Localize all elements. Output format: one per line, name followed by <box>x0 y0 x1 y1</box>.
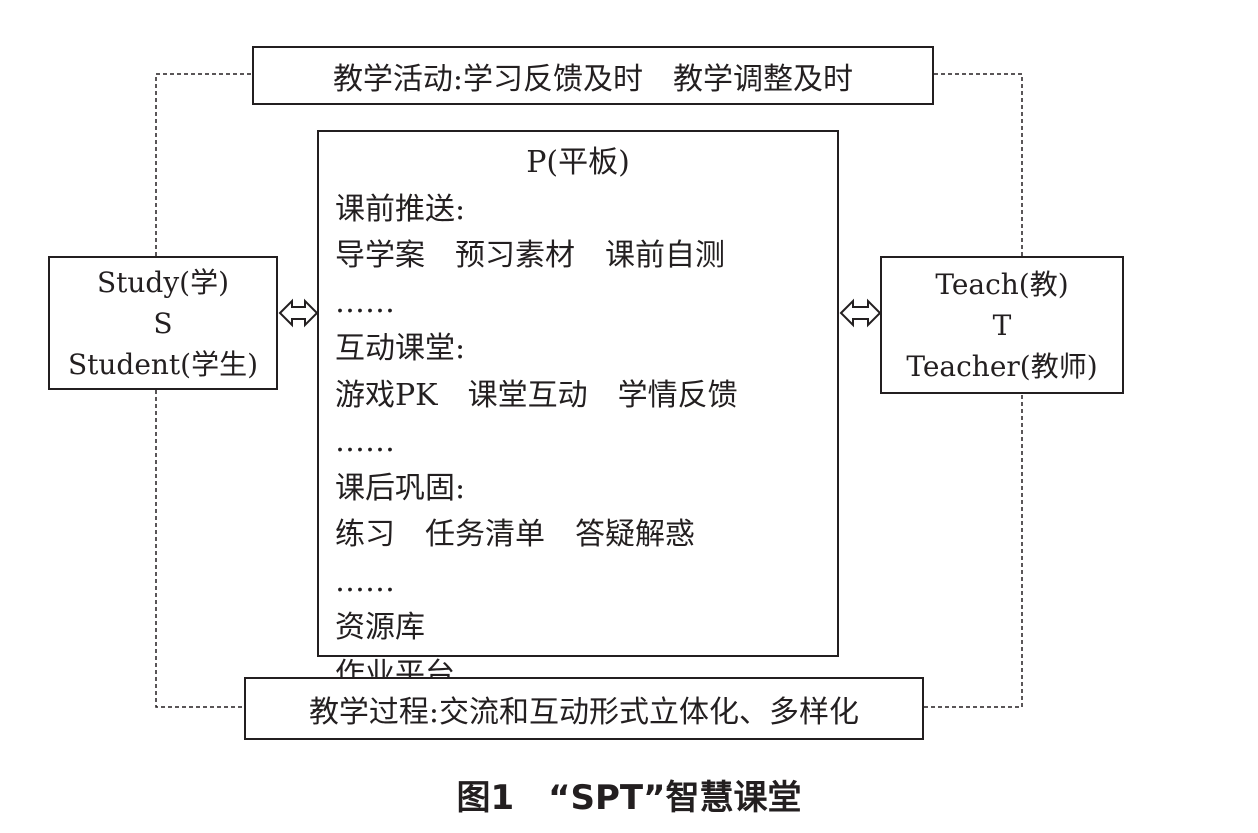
interactive-class-heading: 互动课堂: <box>335 331 466 366</box>
tablet-title: P(平板) <box>526 145 630 180</box>
student-box: Study(学) S Student(学生) <box>48 256 278 390</box>
teacher-teach-label: Teach(教) <box>935 267 1069 301</box>
dashed-link-top-left <box>155 73 252 256</box>
double-arrow-left <box>278 298 319 328</box>
teaching-process-banner: 教学过程:交流和互动形式立体化、多样化 <box>244 677 924 740</box>
pre-class-ellipsis: …… <box>335 284 395 320</box>
post-class-heading: 课后巩固: <box>335 470 466 506</box>
dashed-link-top-right <box>934 73 1023 256</box>
post-class-items: 练习 任务清单 答疑解惑 <box>335 517 695 552</box>
dashed-link-bottom-left <box>155 390 244 708</box>
teacher-label: Teacher(教师) <box>906 349 1098 383</box>
student-study-label: Study(学) <box>96 265 230 299</box>
figure-caption: 图1 “SPT”智慧课堂 <box>456 778 802 818</box>
post-class-ellipsis: …… <box>335 563 395 599</box>
teacher-box: Teach(教) T Teacher(教师) <box>880 256 1124 394</box>
pre-class-items: 导学案 预习素材 课前自测 <box>335 238 725 273</box>
interactive-class-ellipsis: …… <box>335 424 395 459</box>
teaching-activity-text: 教学活动:学习反馈及时 教学调整及时 <box>332 61 854 97</box>
double-arrow-right <box>839 298 882 328</box>
dashed-link-bottom-right <box>924 394 1023 708</box>
student-letter: S <box>153 306 173 340</box>
resource-library: 资源库 <box>335 610 425 645</box>
interactive-class-items: 游戏PK 课堂互动 学情反馈 <box>335 377 738 413</box>
teacher-letter: T <box>992 308 1012 342</box>
tablet-platform-box: P(平板) 课前推送: 导学案 预习素材 课前自测 …… 互动课堂: 游戏PK … <box>317 130 839 692</box>
pre-class-heading: 课前推送: <box>335 191 466 227</box>
teaching-activity-banner: 教学活动:学习反馈及时 教学调整及时 <box>252 46 934 105</box>
teaching-process-text: 教学过程:交流和互动形式立体化、多样化 <box>308 694 860 730</box>
student-label: Student(学生) <box>67 347 259 381</box>
